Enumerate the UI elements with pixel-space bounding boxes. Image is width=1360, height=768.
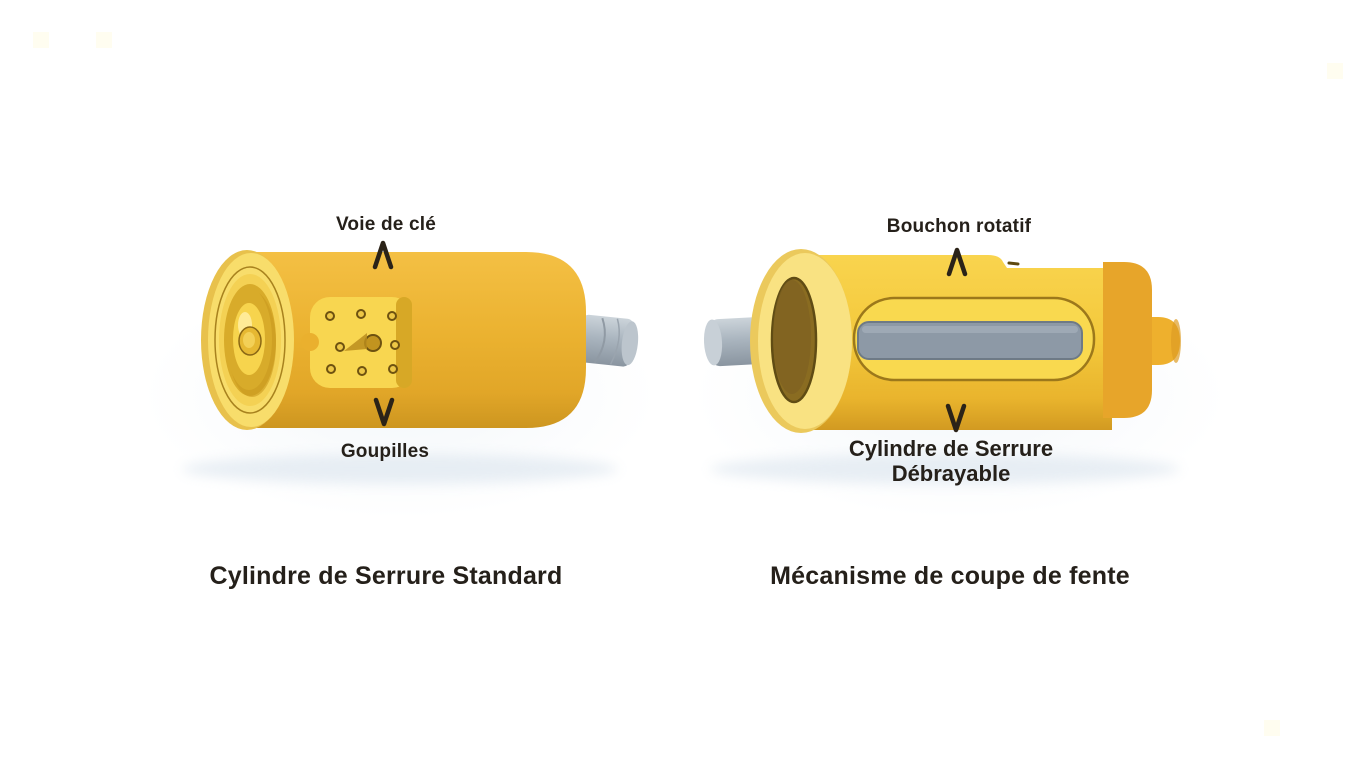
- watermark-dot: [1264, 720, 1280, 736]
- watermark-dot: [1327, 63, 1343, 79]
- body-dash-mark: [1007, 261, 1020, 266]
- right-label-debrayable-line1: Cylindre de Serrure: [848, 436, 1054, 461]
- left-cylinder-shadow: [182, 454, 618, 484]
- left-caption: Cylindre de Serrure Standard: [209, 562, 563, 590]
- cylinder-face: [201, 250, 294, 430]
- left-label-pins: Goupilles: [340, 441, 430, 462]
- right-label-debrayable: Cylindre de Serrure Débrayable: [849, 436, 1053, 486]
- slot-bar-highlight: [862, 326, 1078, 333]
- cylinder-body: [246, 252, 586, 428]
- watermark-dot: [96, 32, 112, 48]
- left-label-keyway: Voie de clé: [335, 214, 437, 235]
- front-face-ring: [750, 249, 852, 433]
- standard-cylinder-graphic: [182, 250, 639, 484]
- caret-up-icon: [946, 247, 968, 277]
- caret-up-icon: [372, 240, 394, 270]
- right-label-rotating-plug: Bouchon rotatif: [886, 216, 1032, 237]
- right-caption: Mécanisme de coupe de fente: [770, 562, 1130, 590]
- tail-shaft: [578, 314, 639, 367]
- debrayable-cylinder-graphic: [703, 249, 1181, 484]
- pin-plate: [301, 297, 412, 388]
- right-cylinder-shadow: [710, 454, 1180, 484]
- end-cap: [1103, 262, 1152, 418]
- caret-down-icon: [373, 397, 395, 427]
- caret-down-icon: [945, 403, 967, 433]
- right-label-debrayable-line2: Débrayable: [891, 461, 1011, 486]
- end-knob-shade: [1171, 319, 1181, 363]
- pin-holes: [325, 309, 400, 376]
- watermark-dot: [33, 32, 49, 48]
